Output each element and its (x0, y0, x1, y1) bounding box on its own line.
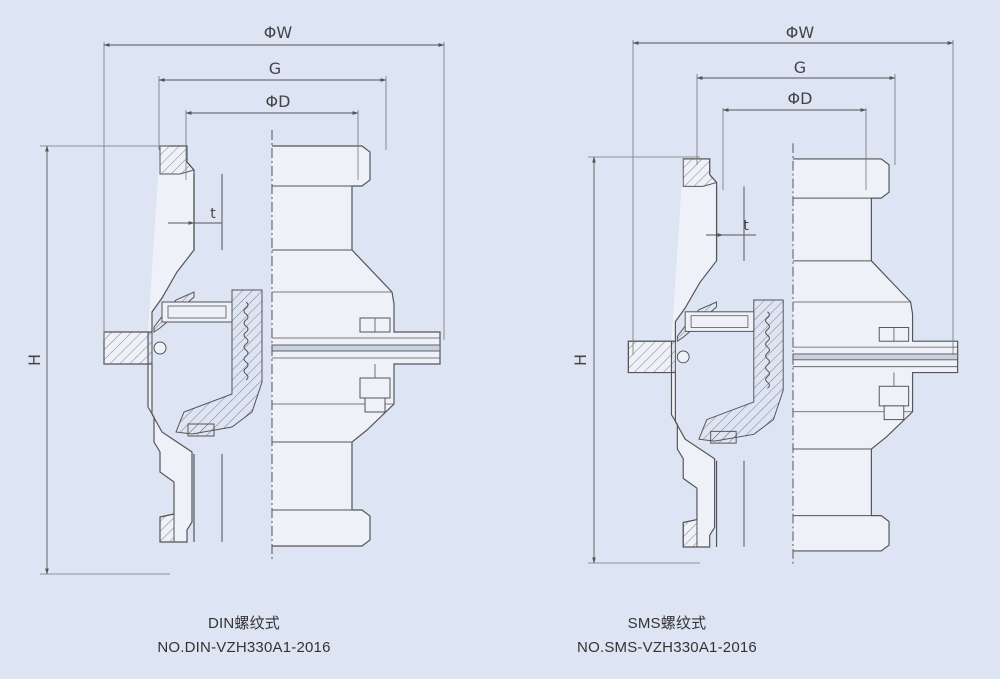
label-t: t (210, 206, 216, 222)
caption-sms-number: NO.SMS-VZH330A1-2016 (577, 639, 757, 656)
label-d: ΦD (788, 89, 813, 108)
caption-din-number: NO.DIN-VZH330A1-2016 (157, 639, 331, 656)
caption-din-type: DIN螺纹式 (207, 615, 281, 632)
view-din: ΦW G ΦD t H (25, 23, 445, 575)
label-t: t (743, 218, 749, 234)
caption-sms-type: SMS螺纹式 (627, 615, 707, 632)
label-h: H (25, 354, 44, 366)
label-d: ΦD (266, 92, 291, 111)
view-sms: ΦW G ΦD t H (571, 23, 959, 568)
label-g: G (794, 58, 806, 77)
label-h: H (571, 354, 590, 366)
label-w: ΦW (786, 23, 815, 42)
label-w: ΦW (264, 23, 293, 42)
label-g: G (269, 59, 281, 78)
